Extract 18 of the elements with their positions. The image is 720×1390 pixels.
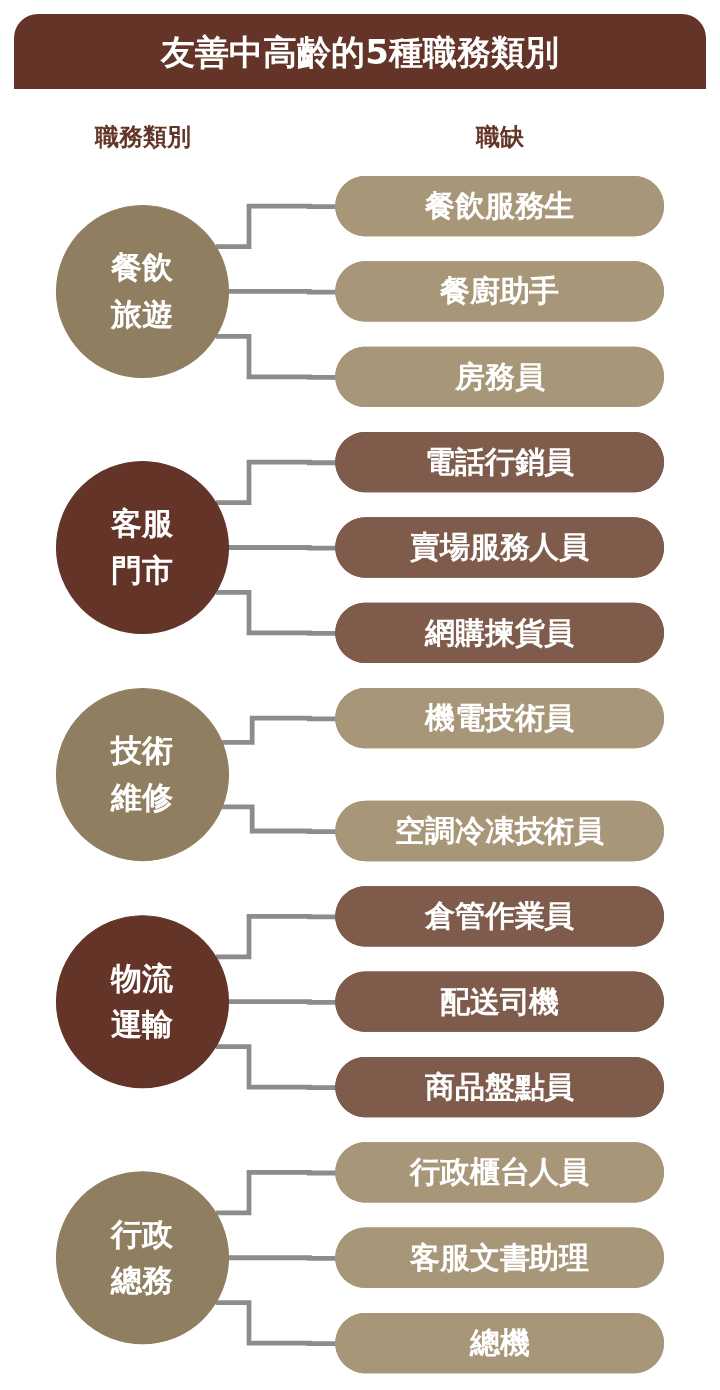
node-circle: 行政總務 bbox=[56, 1171, 230, 1345]
connector bbox=[222, 715, 337, 745]
title-banner: 友善中高齡的5種職務類別 bbox=[14, 14, 706, 89]
node-circle: 餐飲旅遊 bbox=[56, 204, 230, 378]
node-circle: 客服門市 bbox=[56, 460, 230, 634]
connector bbox=[215, 589, 337, 636]
connector bbox=[228, 544, 337, 551]
column-header: 職缺 bbox=[475, 122, 524, 152]
connector bbox=[215, 333, 337, 380]
connector bbox=[215, 459, 337, 505]
node-circle: 技術維修 bbox=[56, 687, 230, 861]
connector bbox=[228, 999, 337, 1005]
connector bbox=[215, 913, 337, 960]
node-circle: 物流運輸 bbox=[56, 914, 230, 1089]
connector bbox=[228, 288, 337, 295]
connector bbox=[215, 1169, 337, 1216]
column-header: 職務類別 bbox=[94, 122, 191, 152]
connector bbox=[228, 1255, 337, 1261]
